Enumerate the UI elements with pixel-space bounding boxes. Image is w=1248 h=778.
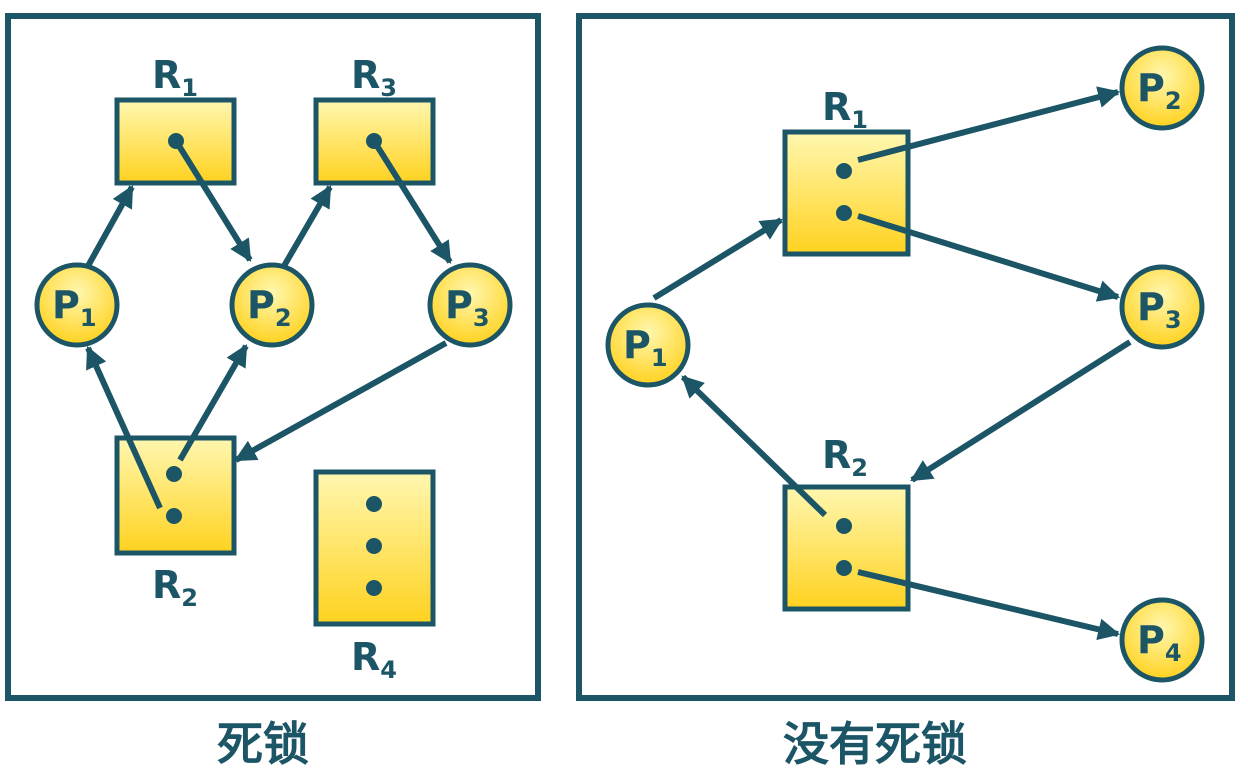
edge-assign-r2-p1	[85, 345, 163, 510]
edge-request-p1-r1	[652, 217, 783, 301]
process-p1-label: P1	[623, 323, 668, 372]
process-p4-node	[1119, 597, 1205, 683]
process-p2-label: P2	[247, 283, 292, 332]
edge-assign-r1-p2	[173, 139, 253, 262]
process-p2-node	[1119, 45, 1205, 131]
instance-dot	[836, 518, 852, 534]
resource-r3-label: R3	[351, 53, 397, 102]
resource-r4-label: R4	[351, 635, 397, 684]
panel-frame	[5, 13, 541, 701]
edge-request-p2-r3	[281, 185, 333, 268]
caption-deadlock: 死锁	[217, 717, 309, 771]
edge-assign-r1-p2	[857, 86, 1121, 163]
edge-request-p1-r1	[85, 185, 135, 268]
instance-dot	[166, 508, 182, 524]
edge-request-p3-r2	[910, 339, 1132, 483]
edge-assign-r2-p2	[177, 344, 249, 462]
resource-r2-box	[782, 484, 911, 612]
edge-request-p3-r2	[234, 340, 448, 463]
process-p3-label: P3	[1137, 285, 1182, 334]
edge-assign-r3-p3	[371, 139, 453, 264]
instance-dot	[836, 163, 852, 179]
resource-r1-box	[114, 97, 237, 186]
instance-dot	[366, 538, 382, 554]
process-p2-label: P2	[1137, 66, 1182, 115]
resource-r1-label: R1	[822, 85, 868, 134]
process-p3-label: P3	[445, 283, 490, 332]
instance-dot	[836, 560, 852, 576]
process-p1-node	[34, 262, 120, 348]
caption-no-deadlock: 没有死锁	[783, 717, 967, 771]
process-p3-node	[1119, 264, 1205, 350]
edge-assign-r2-p1	[680, 374, 828, 518]
process-p1-node	[605, 302, 691, 388]
panel-frame	[576, 13, 1235, 701]
instance-dot	[166, 466, 182, 482]
instance-dot	[366, 496, 382, 512]
process-p2-node	[229, 262, 315, 348]
edge-assign-r2-p4	[857, 569, 1121, 641]
edge-assign-r1-p3	[857, 213, 1121, 302]
resource-r2-label: R2	[152, 563, 198, 612]
process-p3-node	[427, 262, 513, 348]
panel-no-deadlock: R1 R2 P1 P2 P3 P4	[576, 13, 1235, 701]
instance-dot	[836, 205, 852, 221]
instance-dot	[366, 580, 382, 596]
panel-deadlock: R1 R3 R2 R4 P1 P2 P3	[5, 13, 541, 701]
resource-r2-label: R2	[822, 433, 868, 482]
resource-r1-label: R1	[152, 53, 198, 102]
process-p1-label: P1	[52, 283, 97, 332]
process-p4-label: P4	[1137, 618, 1182, 667]
